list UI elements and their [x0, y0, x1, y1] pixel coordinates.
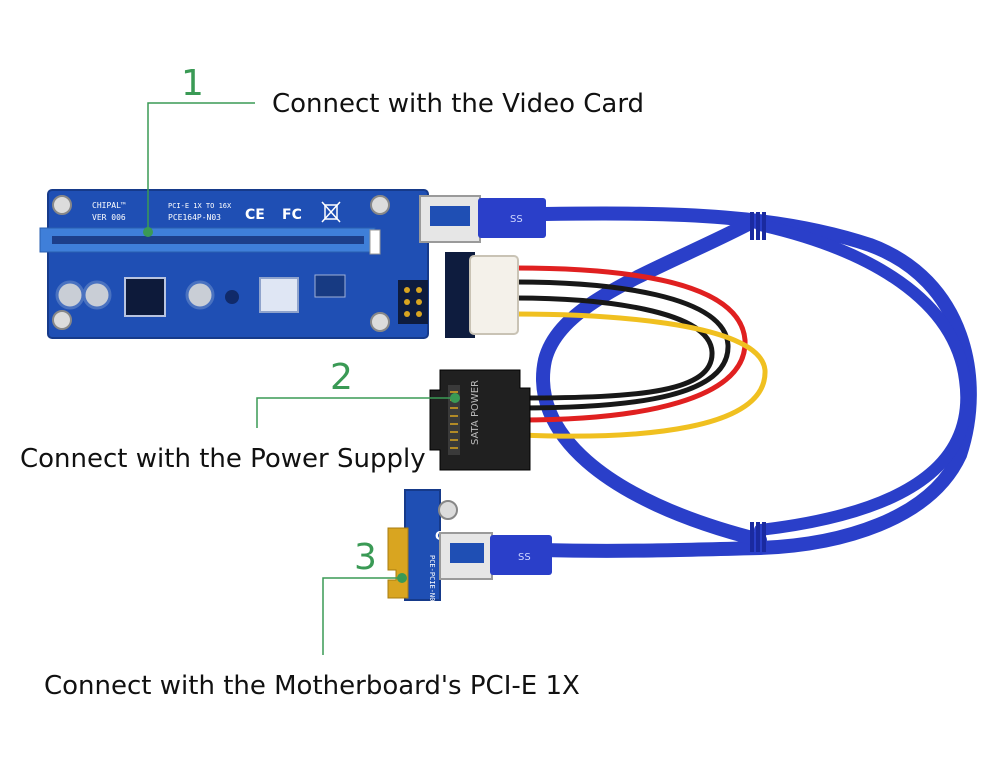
- capacitor: [185, 280, 215, 310]
- dot-2: [450, 393, 460, 403]
- usb-port-large: [419, 195, 481, 243]
- sata-label: SATA POWER: [470, 380, 481, 445]
- board-line1: PCI-E 1X TO 16X: [168, 202, 232, 210]
- usb-port-small: [439, 532, 493, 580]
- callout-lines: [147, 102, 455, 655]
- large-riser-board: CHIPAL™ VER 006 PCI-E 1X TO 16X PCE164P-…: [39, 189, 429, 339]
- small-model: PCE-PCIE-N06: [428, 555, 436, 606]
- weee-icon: [321, 201, 341, 223]
- callout-text-1: Connect with the Video Card: [272, 89, 645, 119]
- leader-line-3: [322, 577, 402, 655]
- usb-plug-large: SS: [478, 198, 546, 238]
- ce-mark: CE: [245, 207, 265, 223]
- sata-power-connector: SATA POWER: [429, 369, 531, 471]
- capacitor: [55, 280, 85, 310]
- molex-connector: [445, 252, 519, 338]
- small-riser-board: CE PCE-PCIE-N06: [387, 489, 458, 606]
- leader-line-1: [147, 102, 255, 232]
- usb-ss-label-2: SS: [518, 552, 531, 563]
- usb-plug-small: SS: [490, 535, 552, 575]
- board-version: VER 006: [92, 213, 126, 222]
- power-wires: [512, 265, 768, 439]
- board-brand: CHIPAL™: [92, 201, 126, 210]
- capacitor: [82, 280, 112, 310]
- callout-text-3: Connect with the Motherboard's PCI-E 1X: [44, 671, 580, 701]
- pcie-x1-edge-connector: [387, 527, 409, 599]
- dot-1: [143, 227, 153, 237]
- voltage-regulator: [124, 277, 166, 317]
- callout-text-2: Connect with the Power Supply: [20, 444, 426, 474]
- callout-number-2: 2: [330, 357, 353, 398]
- board-line2: PCE164P-N03: [168, 213, 221, 222]
- fcc-mark: FC: [282, 207, 302, 223]
- callout-dots: [143, 227, 460, 583]
- usb-cable: [533, 206, 977, 558]
- cable-ties: [750, 212, 766, 552]
- callout-number-3: 3: [354, 537, 377, 578]
- callout-number-1: 1: [181, 63, 204, 104]
- leader-line-2: [256, 397, 455, 428]
- dot-3: [397, 573, 407, 583]
- usb-ss-label: SS: [510, 214, 523, 225]
